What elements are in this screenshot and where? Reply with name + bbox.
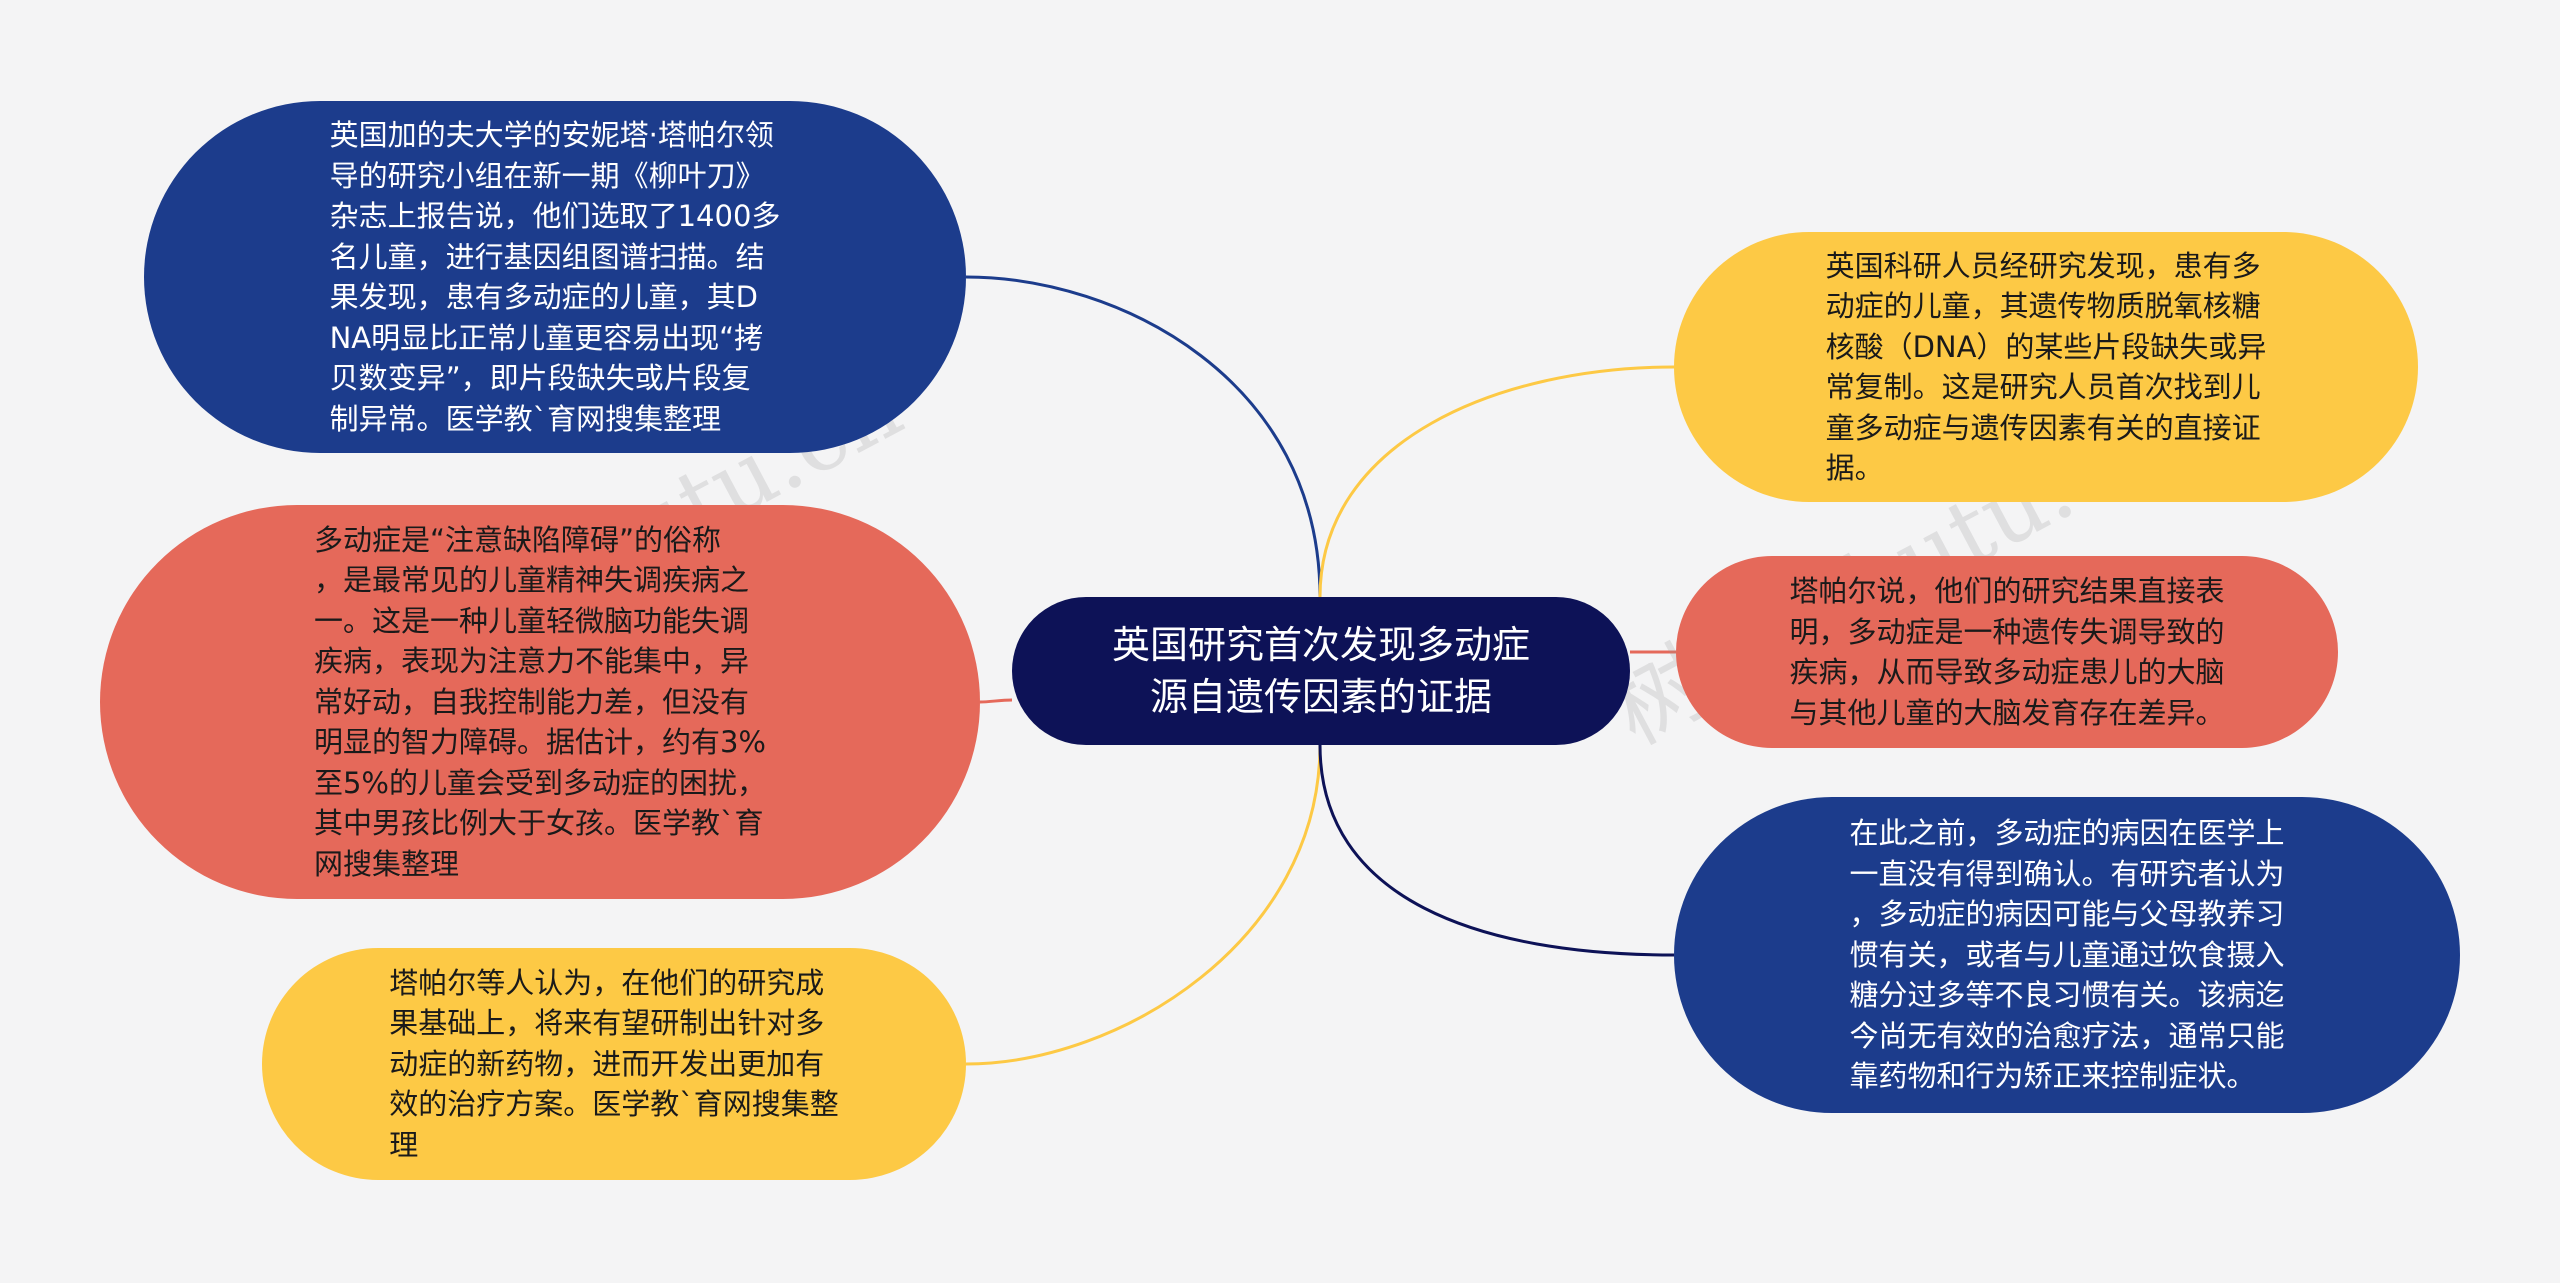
connector-n1 [965, 275, 1322, 598]
connector-n3 [965, 744, 1322, 1066]
topic-node-gene-scan-study: 英国加的夫大学的安妮塔·塔帕尔领 导的研究小组在新一期《柳叶刀》 杂志上报告说，… [144, 101, 966, 453]
topic-node-adhd-definition: 多动症是“注意缺陷障碍”的俗称 ，是最常见的儿童精神失调疾病之 一。这是一种儿童… [100, 505, 980, 899]
topic-text: 英国科研人员经研究发现，患有多 动症的儿童，其遗传物质脱氧核糖 核酸（DNA）的… [1825, 248, 2267, 486]
topic-node-new-drugs: 塔帕尔等人认为，在他们的研究成 果基础上，将来有望研制出针对多 动症的新药物，进… [262, 948, 966, 1180]
topic-text: 塔帕尔等人认为，在他们的研究成 果基础上，将来有望研制出针对多 动症的新药物，进… [389, 965, 839, 1162]
topic-node-prior-causes: 在此之前，多动症的病因在医学上 一直没有得到确认。有研究者认为 ，多动症的病因可… [1674, 797, 2460, 1113]
topic-text: 英国加的夫大学的安妮塔·塔帕尔领 导的研究小组在新一期《柳叶刀》 杂志上报告说，… [329, 118, 781, 436]
connector-n4 [1318, 365, 1675, 598]
topic-text: 在此之前，多动症的病因在医学上 一直没有得到确认。有研究者认为 ，多动症的病因可… [1849, 816, 2285, 1094]
central-topic-text: 英国研究首次发现多动症 源自遗传因素的证据 [1111, 623, 1530, 719]
topic-node-dna-finding: 英国科研人员经研究发现，患有多 动症的儿童，其遗传物质脱氧核糖 核酸（DNA）的… [1674, 232, 2418, 502]
topic-text: 塔帕尔说，他们的研究结果直接表 明，多动症是一种遗传失调导致的 疾病，从而导致多… [1789, 574, 2225, 730]
topic-text: 多动症是“注意缺陷障碍”的俗称 ，是最常见的儿童精神失调疾病之 一。这是一种儿童… [313, 522, 766, 881]
topic-node-genetic-disorder: 塔帕尔说，他们的研究结果直接表 明，多动症是一种遗传失调导致的 疾病，从而导致多… [1676, 556, 2338, 748]
central-topic-node: 英国研究首次发现多动症 源自遗传因素的证据 [1012, 597, 1630, 745]
connector-n6 [1318, 744, 1675, 957]
connector-n2 [979, 698, 1013, 704]
